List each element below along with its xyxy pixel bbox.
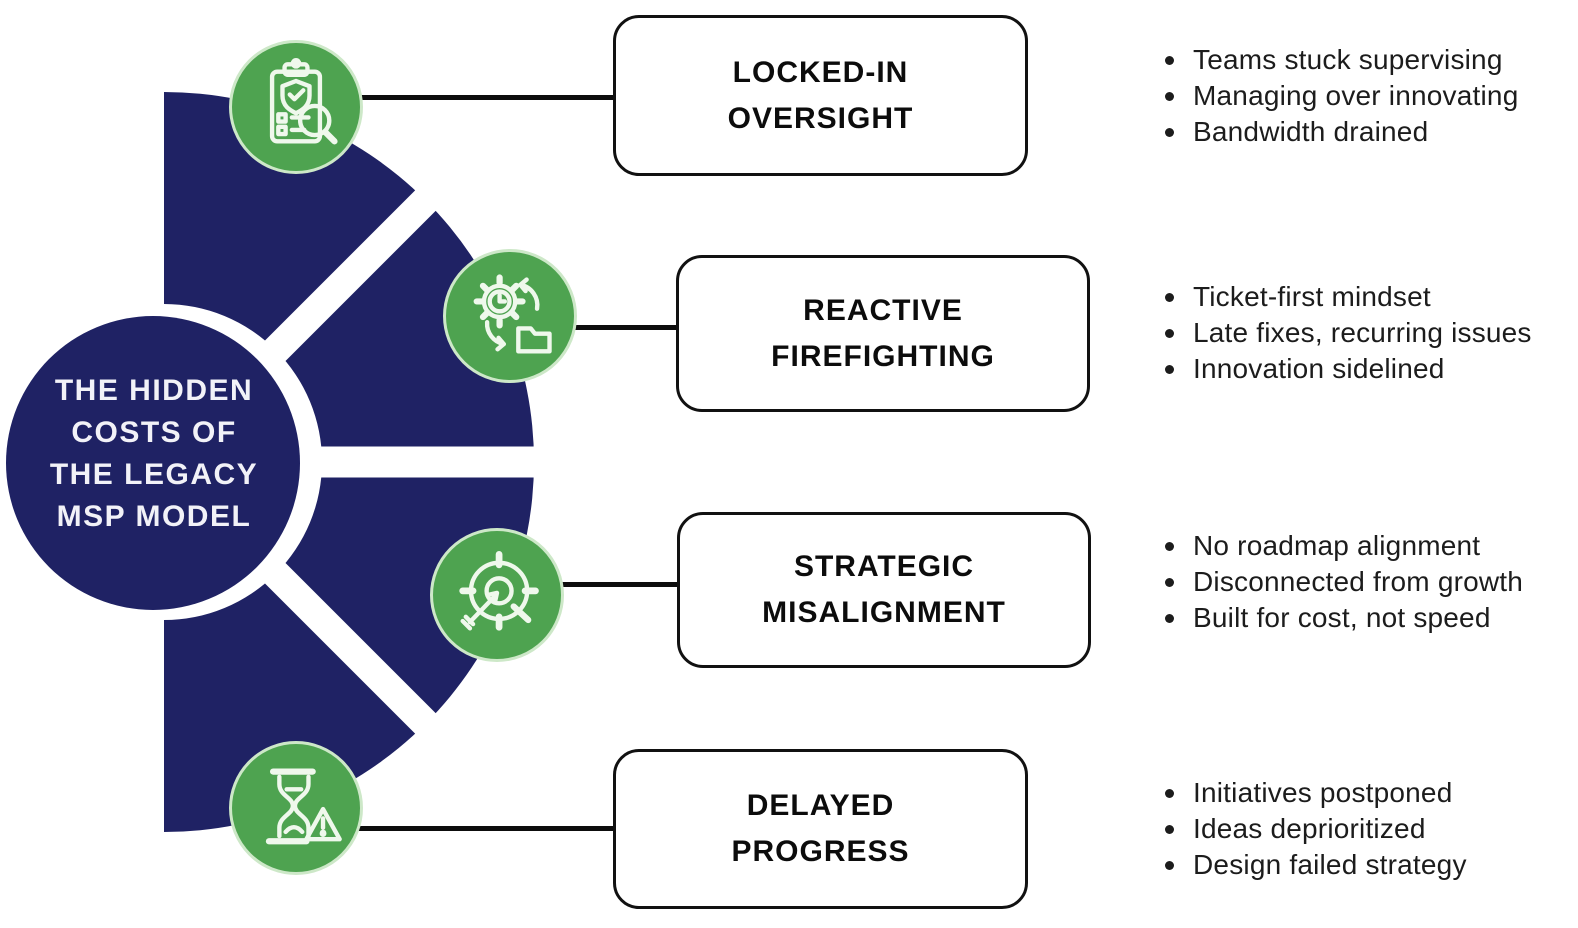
bullet-list-delayed-progress: Initiatives postponed Ideas deprioritize… — [1162, 775, 1572, 883]
page-title-line: THE LEGACY — [49, 458, 259, 491]
section-title-line: PROGRESS — [731, 835, 910, 868]
fan-diagram — [6, 92, 600, 832]
connector-line-3 — [492, 582, 678, 587]
page-title: THE HIDDEN COSTS OF THE LEGACY MSP MODEL — [23, 370, 285, 538]
section-title-box-strategic-misalignment: STRATEGIC MISALIGNMENT — [677, 512, 1091, 668]
section-title-box-locked-in-oversight: LOCKED-IN OVERSIGHT — [613, 15, 1028, 176]
bullet-item: Initiatives postponed — [1162, 775, 1572, 811]
target-arrow-icon — [459, 551, 539, 631]
page-title-line: MSP MODEL — [56, 500, 252, 533]
connector-line-1 — [300, 95, 615, 100]
gear-clock-sync-folder-icon — [473, 274, 552, 354]
section-title-line: DELAYED — [746, 789, 895, 822]
bullet-item: Managing over innovating — [1162, 78, 1572, 114]
bullet-item: Innovation sidelined — [1162, 351, 1572, 387]
bullet-list-strategic-misalignment: No roadmap alignment Disconnected from g… — [1162, 528, 1572, 636]
section-title-line: STRATEGIC — [793, 550, 975, 583]
section-title-line: REACTIVE — [803, 293, 963, 327]
center-circle — [6, 316, 300, 610]
bullet-item: No roadmap alignment — [1162, 528, 1572, 564]
hourglass-warning-icon — [265, 768, 342, 845]
section-title-line: FIREFIGHTING — [771, 339, 995, 373]
icon-circle-delayed-progress — [229, 741, 363, 875]
section-title-line: OVERSIGHT — [727, 101, 914, 135]
connector-line-4 — [300, 826, 614, 831]
page-title-line: THE HIDDEN — [54, 374, 254, 407]
section-title-line: LOCKED-IN — [732, 55, 909, 89]
bullet-list-reactive-firefighting: Ticket-first mindset Late fixes, recurri… — [1162, 279, 1572, 387]
connector-line-2 — [505, 325, 677, 330]
bullet-item: Ticket-first mindset — [1162, 279, 1572, 315]
section-title-box-reactive-firefighting: REACTIVE FIREFIGHTING — [676, 255, 1090, 412]
bullet-item: Bandwidth drained — [1162, 114, 1572, 150]
section-title-box-delayed-progress: DELAYED PROGRESS — [613, 749, 1028, 909]
icon-circle-strategic-misalignment — [430, 528, 564, 662]
icon-circle-reactive-firefighting — [443, 249, 577, 383]
bullet-list-locked-in-oversight: Teams stuck supervising Managing over in… — [1162, 42, 1572, 150]
bullet-item: Design failed strategy — [1162, 847, 1572, 883]
bullet-item: Late fixes, recurring issues — [1162, 315, 1572, 351]
icon-circle-locked-in-oversight — [229, 40, 363, 174]
section-title-line: MISALIGNMENT — [762, 596, 1006, 629]
clipboard-shield-magnifier-icon — [269, 58, 338, 145]
bullet-item: Teams stuck supervising — [1162, 42, 1572, 78]
bullet-item: Disconnected from growth — [1162, 564, 1572, 600]
bullet-item: Built for cost, not speed — [1162, 600, 1572, 636]
bullet-item: Ideas deprioritized — [1162, 811, 1572, 847]
page-title-line: COSTS OF — [71, 416, 237, 449]
